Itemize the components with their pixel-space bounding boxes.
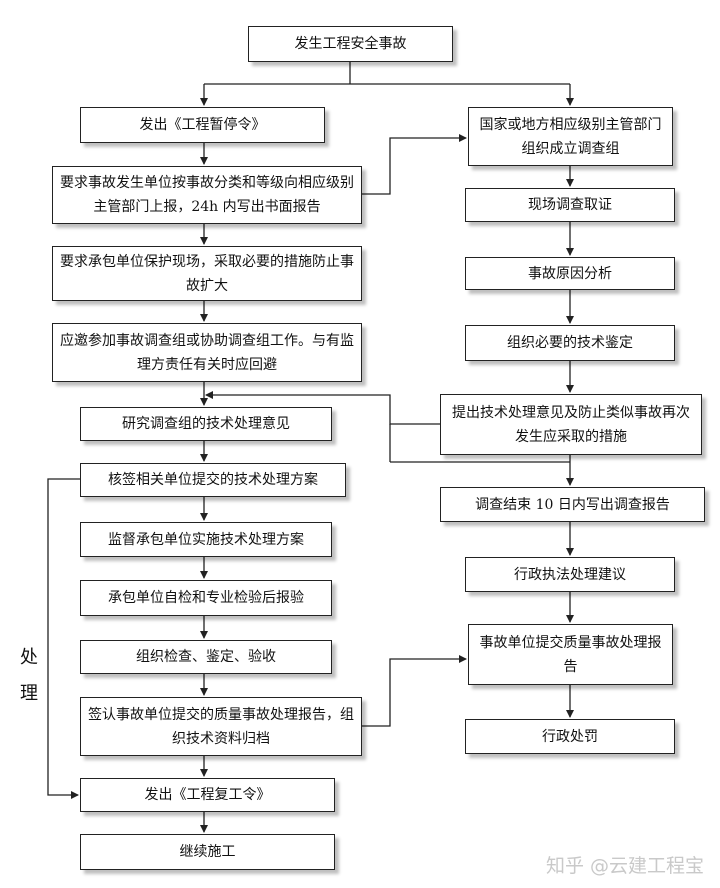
left-step-12-label: 继续施工 — [179, 844, 236, 860]
left-step-2: 要求事故发生单位按事故分类和等级向相应级别主管部门上报，24h 内写出书面报告 — [52, 166, 362, 224]
right-step-1: 国家或地方相应级别主管部门组织成立调查组 — [468, 107, 673, 166]
right-step-2-label: 现场调查取证 — [528, 197, 612, 213]
side-label-processing: 处理 — [20, 647, 38, 704]
right-step-5: 提出技术处理意见及防止类似事故再次发生应采取的措施 — [440, 394, 702, 455]
left-step-1: 发出《工程暂停令》 — [80, 107, 325, 143]
right-step-3-label: 事故原因分析 — [528, 265, 612, 282]
left-step-1-label: 发出《工程暂停令》 — [139, 117, 266, 133]
right-step-8: 事故单位提交质量事故处理报告 — [468, 624, 673, 685]
left-step-8-label: 承包单位自检和专业检验后报验 — [108, 590, 304, 606]
left-step-11: 发出《工程复工令》 — [80, 778, 335, 812]
right-step-4: 组织必要的技术鉴定 — [465, 325, 675, 361]
right-step-3: 事故原因分析 — [465, 257, 675, 290]
right-step-5-label: 提出技术处理意见及防止类似事故再次发生应采取的措施 — [452, 404, 690, 445]
left-step-9: 组织检查、鉴定、验收 — [80, 640, 332, 674]
right-step-2: 现场调查取证 — [465, 188, 675, 222]
watermark-text: 知乎 @云建工程宝 — [545, 855, 704, 877]
start-node: 发生工程安全事故 — [248, 26, 453, 62]
left-step-6: 核签相关单位提交的技术处理方案 — [80, 463, 346, 497]
left-step-10: 签认事故单位提交的质量事故处理报告，组织技术资料归档 — [80, 697, 362, 756]
right-step-4-label: 组织必要的技术鉴定 — [507, 335, 633, 351]
right-step-9: 行政处罚 — [465, 719, 675, 754]
watermark: 知乎 @云建工程宝 — [546, 851, 704, 878]
right-step-7: 行政执法处理建议 — [465, 557, 675, 592]
right-step-8-label: 事故单位提交质量事故处理报告 — [479, 634, 662, 675]
left-step-3-label: 要求承包单位保护现场，采取必要的措施防止事故扩大 — [60, 253, 354, 294]
left-step-2-label: 要求事故发生单位按事故分类和等级向相应级别主管部门上报，24h 内写出书面报告 — [60, 175, 354, 215]
left-step-7-label: 监督承包单位实施技术处理方案 — [108, 531, 304, 548]
right-step-1-label: 国家或地方相应级别主管部门组织成立调查组 — [479, 116, 662, 157]
right-step-6-label: 调查结束 10 日内写出调查报告 — [475, 496, 670, 513]
right-step-9-label: 行政处罚 — [542, 728, 598, 745]
left-step-6-label: 核签相关单位提交的技术处理方案 — [108, 472, 318, 488]
right-step-7-label: 行政执法处理建议 — [514, 566, 626, 583]
left-step-7: 监督承包单位实施技术处理方案 — [80, 522, 332, 557]
left-step-4: 应邀参加事故调查组或协助调查组工作。与有监理方责任有关时应回避 — [52, 323, 362, 382]
left-step-12: 继续施工 — [80, 834, 335, 870]
right-step-6: 调查结束 10 日内写出调查报告 — [440, 487, 705, 522]
left-step-5-label: 研究调查组的技术处理意见 — [122, 416, 290, 432]
left-step-11-label: 发出《工程复工令》 — [144, 787, 271, 803]
start-node-label: 发生工程安全事故 — [294, 36, 407, 52]
left-step-9-label: 组织检查、鉴定、验收 — [136, 649, 276, 665]
left-step-10-label: 签认事故单位提交的质量事故处理报告，组织技术资料归档 — [88, 706, 354, 747]
left-step-3: 要求承包单位保护现场，采取必要的措施防止事故扩大 — [52, 246, 362, 301]
left-step-5: 研究调查组的技术处理意见 — [80, 407, 332, 441]
left-step-4-label: 应邀参加事故调查组或协助调查组工作。与有监理方责任有关时应回避 — [60, 332, 354, 373]
left-step-8: 承包单位自检和专业检验后报验 — [80, 580, 332, 616]
